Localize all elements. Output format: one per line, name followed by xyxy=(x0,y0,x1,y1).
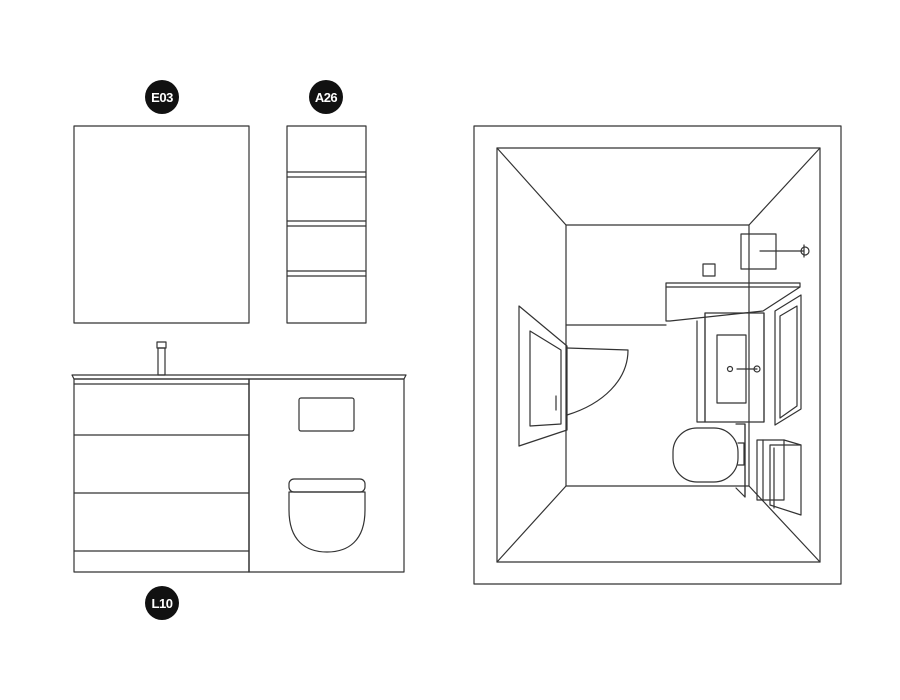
room-frame xyxy=(473,125,842,585)
badge-l10: L10 xyxy=(145,586,179,620)
wall-cabinet-a26 xyxy=(286,125,367,324)
badge-e03: E03 xyxy=(145,80,179,114)
side-mirror xyxy=(518,305,568,447)
room-outer-wall xyxy=(496,147,821,563)
drawer-unit xyxy=(73,378,250,573)
room-back-wall xyxy=(565,224,750,487)
badge-e03-label: E03 xyxy=(151,90,173,105)
flush-plate xyxy=(298,397,355,432)
room-perspective xyxy=(473,125,842,585)
wall-hung-toilet xyxy=(288,478,366,553)
wall-square xyxy=(702,263,716,277)
vanity-l10 xyxy=(71,341,407,573)
mirror-e03 xyxy=(73,125,250,324)
room-storage-unit xyxy=(756,439,802,516)
room-wc xyxy=(672,423,746,498)
badge-l10-label: L10 xyxy=(152,596,173,611)
towel-rail xyxy=(740,233,810,270)
shower-curve xyxy=(566,347,629,416)
wc-panel xyxy=(248,378,405,573)
faucet xyxy=(156,341,167,376)
badge-a26-label: A26 xyxy=(315,90,338,105)
right-wall-panel xyxy=(774,294,802,426)
room-toilet xyxy=(672,427,739,483)
room-countertop xyxy=(665,282,801,322)
badge-a26: A26 xyxy=(309,80,343,114)
room-vanity xyxy=(696,312,765,423)
